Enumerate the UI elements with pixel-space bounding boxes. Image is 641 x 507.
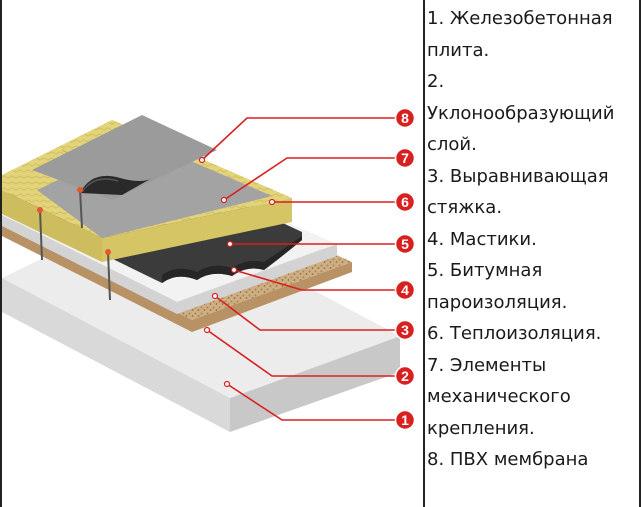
svg-text:6: 6 bbox=[401, 194, 409, 210]
leader-lines bbox=[201, 117, 395, 421]
svg-text:7: 7 bbox=[401, 150, 409, 166]
column-divider bbox=[423, 0, 425, 507]
roof-layers-illustration: 8 7 6 5 4 3 2 bbox=[2, 107, 416, 432]
callout-4: 4 bbox=[394, 279, 416, 301]
anchor-dots bbox=[198, 156, 276, 388]
legend-item-6: 6. Теплоизоляция. bbox=[427, 323, 602, 344]
svg-text:3: 3 bbox=[401, 322, 409, 338]
svg-text:8: 8 bbox=[401, 110, 409, 126]
callout-5: 5 bbox=[394, 233, 416, 255]
frame-border-left bbox=[0, 0, 2, 507]
callout-3: 3 bbox=[394, 319, 416, 341]
legend-item-4: 4. Мастики. bbox=[427, 228, 537, 250]
svg-text:5: 5 bbox=[401, 236, 409, 252]
layer-pvc-membrane bbox=[32, 115, 272, 238]
callout-8: 8 bbox=[394, 107, 416, 129]
layer-legend: 1. Железобетонная плита. 2. Уклонообразу… bbox=[427, 3, 637, 476]
svg-text:2: 2 bbox=[401, 368, 409, 384]
frame-border-right bbox=[639, 0, 641, 507]
legend-item-1: 1. Железобетонная плита. bbox=[427, 8, 613, 61]
svg-text:1: 1 bbox=[401, 412, 409, 428]
callout-6: 6 bbox=[394, 191, 416, 213]
callout-2: 2 bbox=[394, 365, 416, 387]
legend-item-3: 3. Выравнивающая стяжка. bbox=[427, 165, 609, 219]
callout-1: 1 bbox=[394, 409, 416, 431]
legend-item-8: 8. ПВХ мембрана bbox=[427, 449, 589, 470]
legend-item-5: 5. Битумная пароизоляция. bbox=[427, 260, 568, 313]
roof-layers-figure: 8 7 6 5 4 3 2 bbox=[2, 0, 423, 507]
legend-item-7: 7. Элементы механического крепления. bbox=[427, 354, 571, 439]
legend-item-2: 2. Уклонообразующий слой. bbox=[427, 71, 615, 155]
svg-text:4: 4 bbox=[401, 282, 409, 298]
callout-7: 7 bbox=[394, 147, 416, 169]
